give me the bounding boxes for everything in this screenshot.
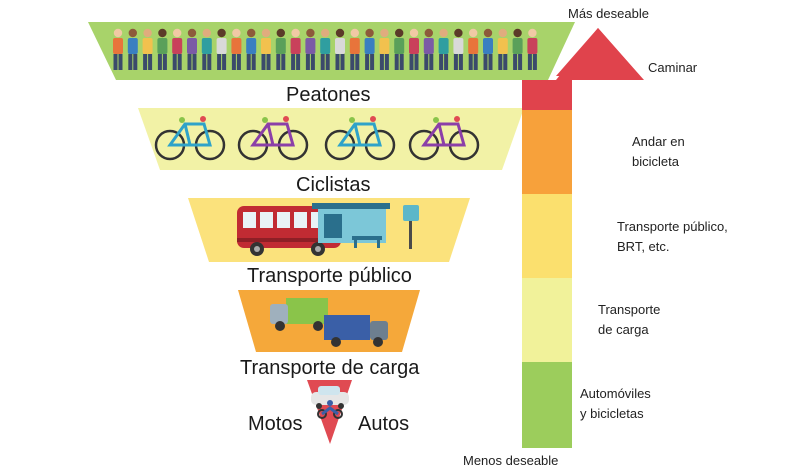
scale-item-cargo: Transporte de carga [598,302,661,337]
motorcycle-icon [317,400,343,419]
scale-bottom-label: Menos deseable [463,453,559,468]
band-cyclists [138,108,524,170]
bicycle-icon [154,116,480,161]
level-label-public-transport: Transporte público [247,265,412,287]
truck-icon [270,298,388,347]
level-label-cyclists: Ciclistas [296,174,371,196]
level-label-autos: Autos [358,413,410,435]
pedestrians-icon [113,28,538,70]
level-label-pedestrians: Peatones [286,84,371,106]
desirability-scale-arrow [522,28,644,448]
scale-item-cars-motorcycles: Automóviles y bicicletas [580,386,651,421]
level-label-cargo: Transporte de carga [240,357,420,379]
scale-top-label: Más deseable [568,6,649,21]
scale-item-public-transport: Transporte público, BRT, etc. [617,219,728,254]
scale-item-walking: Caminar [648,60,698,75]
car-icon [311,386,349,409]
scale-item-cycling: Andar en bicicleta [632,134,685,169]
bus-stop-icon [312,203,419,249]
level-label-motos: Motos [248,413,303,435]
